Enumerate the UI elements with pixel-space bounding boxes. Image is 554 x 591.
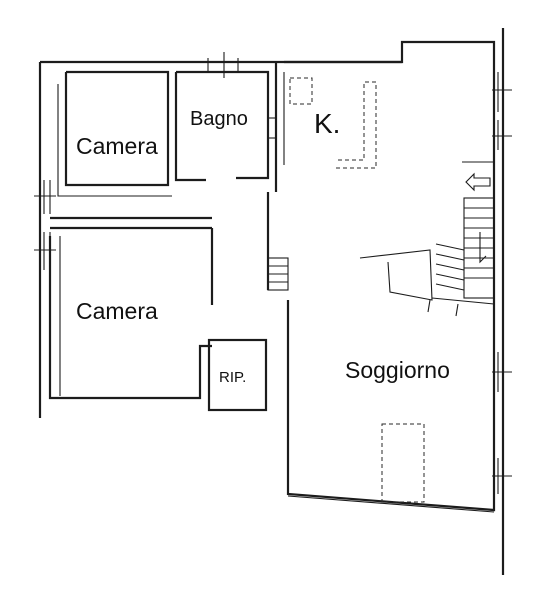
room-label-soggiorno: Soggiorno — [345, 357, 450, 383]
kitchen-fixture-top — [289, 77, 313, 105]
window-right-3 — [492, 352, 512, 392]
bagno-fixture — [267, 117, 277, 139]
soggiorno-fixture — [381, 423, 425, 503]
kitchen-counter — [336, 81, 377, 169]
ripostiglio-walls — [207, 338, 268, 412]
window-right-4 — [492, 458, 512, 494]
window-bagno-top — [207, 52, 239, 78]
window-right-2 — [492, 120, 512, 150]
window-right-1 — [492, 72, 512, 112]
room-label-ripostiglio: RIP. — [219, 369, 247, 386]
small-stair — [267, 257, 289, 291]
bagno-left-wall — [174, 72, 206, 182]
window-left-top — [34, 180, 56, 214]
room-label-kitchen: K. — [314, 108, 341, 139]
camera-top-inner — [57, 84, 172, 197]
camera-top-walls — [64, 70, 170, 187]
soggiorno-walls — [284, 40, 496, 512]
room-label-camera-top: Camera — [76, 133, 158, 159]
camera-bottom-walls — [48, 236, 212, 400]
staircase-icon — [359, 197, 495, 317]
soggiorno-bottom-inner — [287, 495, 495, 513]
arrow-left-icon — [465, 172, 491, 192]
window-left-bottom — [34, 232, 56, 270]
room-label-bagno: Bagno — [190, 108, 248, 130]
room-label-camera-bottom: Camera — [76, 298, 158, 324]
